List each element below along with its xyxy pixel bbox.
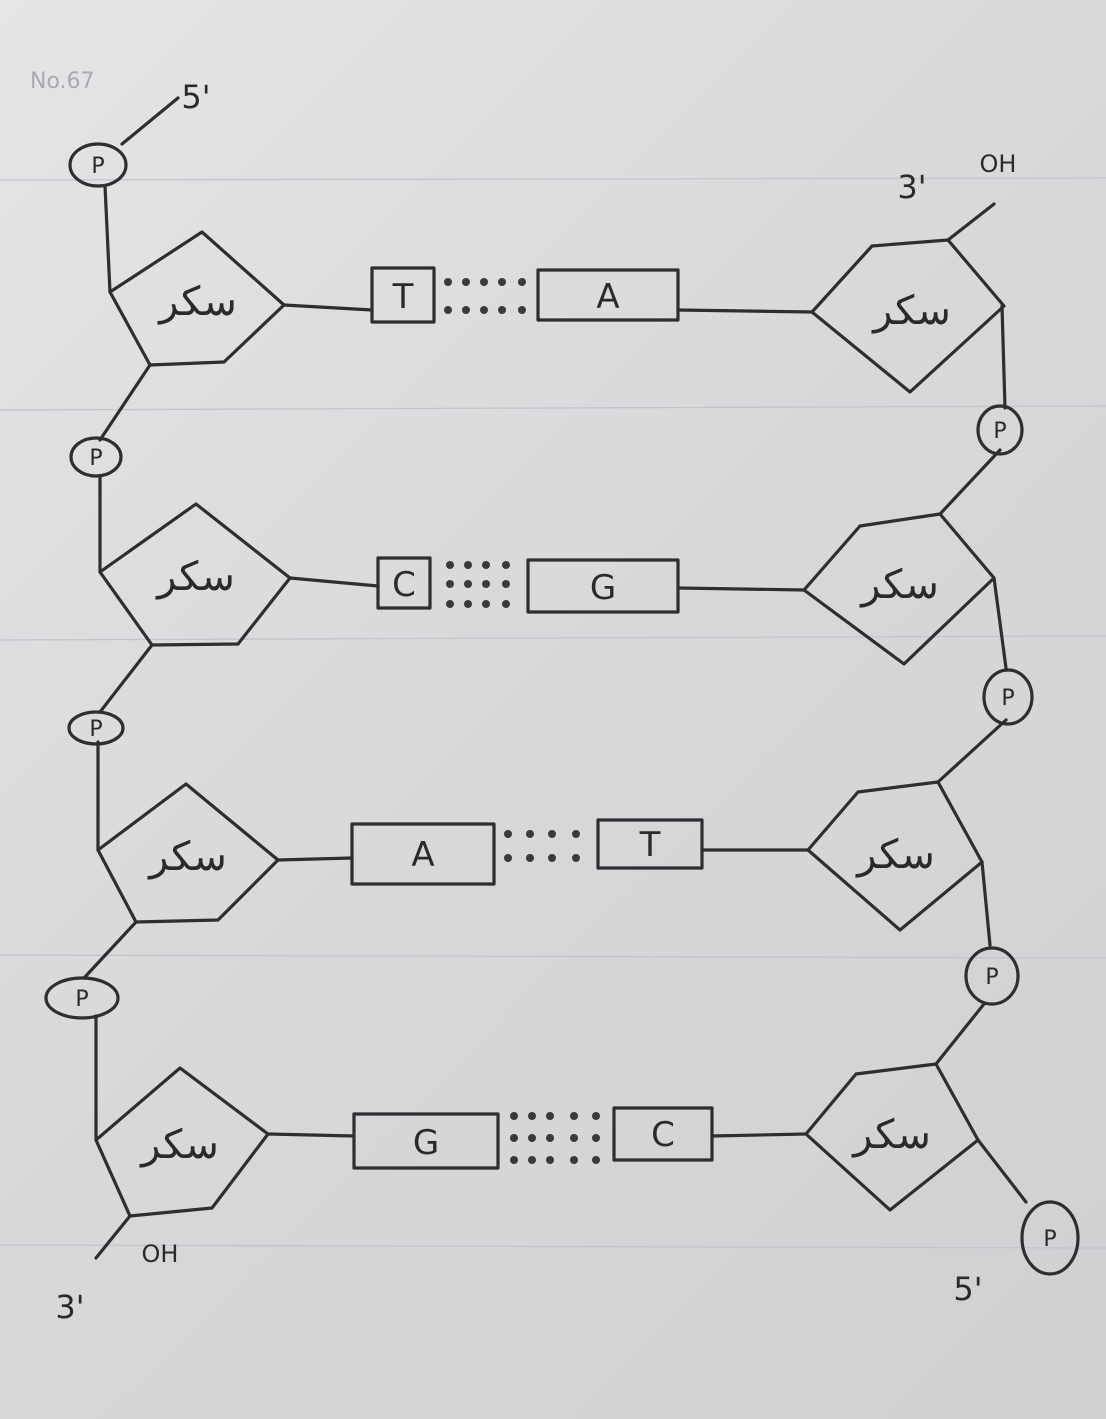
left-sugar-2: سكر <box>98 502 292 647</box>
hydrogen-bonds <box>510 1112 600 1164</box>
sugar-label: سكر <box>855 832 935 878</box>
right-phosphate-2: P <box>982 668 1034 726</box>
left-phosphate-2: P <box>69 436 123 478</box>
right-base-label: G <box>590 568 616 608</box>
left-base-box <box>350 822 496 886</box>
sugar-label: سكر <box>155 554 235 600</box>
right-base-box <box>526 558 680 614</box>
phosphate-label: P <box>89 446 102 471</box>
right-base-box <box>596 818 704 870</box>
left-base-label: A <box>411 835 434 875</box>
left-sugar-4: سكر <box>94 1066 270 1218</box>
left-base-label: C <box>392 565 416 605</box>
right-sugar-4: سكر <box>804 1062 980 1212</box>
phosphate-label: P <box>985 965 998 990</box>
right-base-label: C <box>651 1115 675 1155</box>
sugar-label: سكر <box>139 1122 219 1168</box>
right-phosphate-4: P <box>1020 1200 1080 1276</box>
hydrogen-bonds <box>446 561 510 608</box>
left-phosphate-3: P <box>67 710 125 746</box>
left-top-end-label: 5' <box>181 78 210 116</box>
base-pair-2: C G <box>288 556 806 614</box>
left-phosphate-1: P <box>68 142 128 188</box>
base-pair-3: A T <box>276 818 810 886</box>
sugar-label: سكر <box>851 1112 931 1158</box>
left-bottom-oh-label: OH <box>142 1240 179 1268</box>
sugar-label: سكر <box>871 288 951 334</box>
right-base-label: T <box>639 825 661 865</box>
phosphate-label: P <box>75 987 88 1012</box>
phosphate-label: P <box>1043 1227 1056 1252</box>
right-sugar-3: سكر <box>806 780 984 932</box>
right-backbone <box>934 202 1028 1204</box>
hydrogen-bonds <box>504 830 580 862</box>
phosphate-label: P <box>89 717 102 742</box>
paper-rules <box>0 177 1106 1249</box>
left-backbone <box>82 96 180 1260</box>
phosphate-label: P <box>91 154 104 179</box>
hydrogen-bonds <box>444 278 526 314</box>
right-phosphate-1: P <box>976 404 1024 456</box>
left-sugar-3: سكر <box>96 782 280 924</box>
corner-note: No.67 <box>30 69 95 94</box>
phosphate-label: P <box>993 419 1006 444</box>
left-base-box <box>352 1112 500 1170</box>
right-base-label: A <box>596 277 619 317</box>
right-bottom-end-label: 5' <box>953 1270 982 1308</box>
right-top-oh-label: OH <box>980 150 1017 178</box>
left-bottom-end-label: 3' <box>55 1288 84 1326</box>
base-pair-1: T A <box>282 266 814 324</box>
left-base-box <box>370 266 436 324</box>
right-base-box <box>612 1106 714 1162</box>
right-base-box <box>536 268 680 322</box>
right-sugar-2: سكر <box>802 512 996 666</box>
left-base-label: G <box>413 1123 439 1163</box>
right-phosphate-3: P <box>964 946 1020 1006</box>
right-top-end-label: 3' <box>897 168 926 206</box>
phosphate-label: P <box>1001 686 1014 711</box>
left-base-label: T <box>392 277 414 317</box>
left-sugar-1: سكر <box>108 230 286 367</box>
right-sugar-1: سكر <box>810 238 1006 394</box>
sugar-label: سكر <box>157 279 237 325</box>
sugar-label: سكر <box>859 562 939 608</box>
left-phosphate-4: P <box>44 976 120 1020</box>
left-base-box <box>376 556 432 610</box>
base-pair-4: G C <box>266 1106 808 1170</box>
sugar-label: سكر <box>147 834 227 880</box>
